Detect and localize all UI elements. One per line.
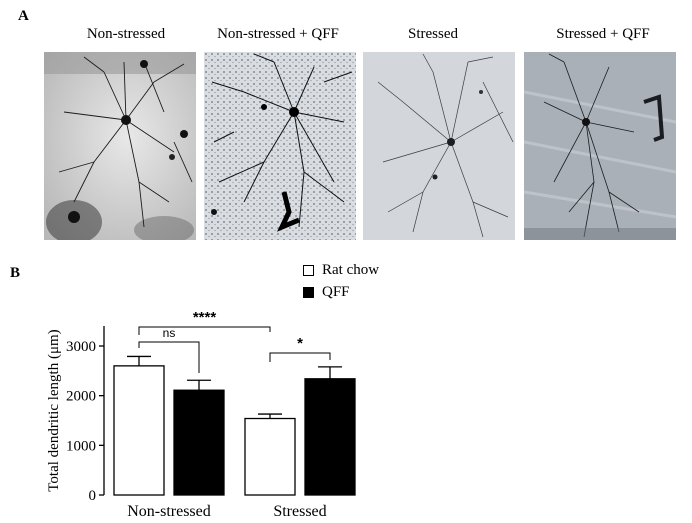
y-tick-label: 1000 [66,438,96,454]
micrograph-non-stressed-qff [204,52,356,240]
significance-star-1-label: * [297,335,303,352]
bar-rat-chow-stressed [244,417,296,496]
y-axis-label: Total dendritic length (μm) [46,329,62,491]
significance-ns-label: ns [163,326,176,340]
image-title-stressed-qff: Stressed + QFF [556,26,650,42]
image-title-non-stressed-qff: Non-stressed + QFF [217,26,339,42]
bar-rat-chow-non-stressed [113,365,165,496]
image-title-stressed: Stressed [408,26,458,42]
y-tick-label: 2000 [66,389,96,405]
significance-star-1-line [269,352,331,362]
y-tick-label: 3000 [66,339,96,355]
x-category-label: Non-stressed [127,503,211,520]
bar-qff-non-stressed [173,389,225,496]
x-category-label: Stressed [273,503,326,520]
panel-a-label: A [18,8,29,24]
micrograph-non-stressed [44,52,196,240]
micrograph-stressed-qff [524,52,676,240]
y-tick-label: 0 [89,488,97,504]
bar-qff-stressed [304,378,356,496]
significance-stars-4-line [138,326,271,335]
legend-label-rat-chow: Rat chow [322,262,380,278]
legend-swatch-rat-chow [303,265,314,276]
legend-rat-chow: Rat chow [303,262,379,279]
legend-swatch-qff [303,287,314,298]
legend-qff: QFF [303,284,350,301]
image-title-non-stressed: Non-stressed [86,26,166,42]
legend-label-qff: QFF [322,284,350,300]
significance-ns-line [138,341,200,373]
panel-b-label: B [10,265,21,281]
micrograph-stressed [363,52,515,240]
significance-stars-4-label: **** [193,309,217,326]
